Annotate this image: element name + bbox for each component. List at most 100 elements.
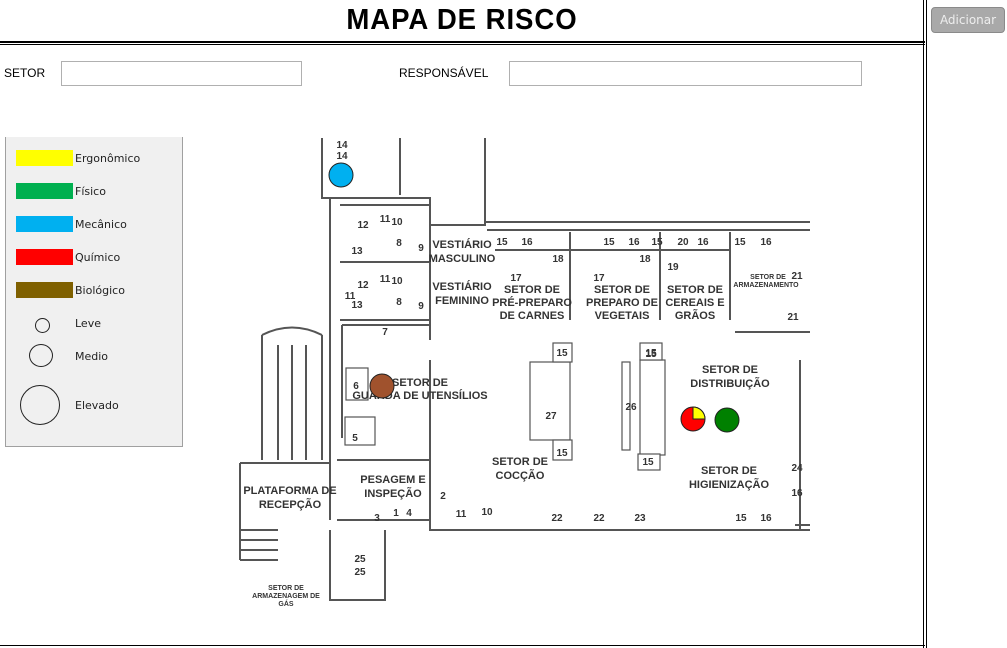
room-label: GÁS [278, 599, 294, 608]
equipment-number: 15 [556, 448, 568, 459]
equipment-number: 8 [396, 297, 402, 308]
room-label: SETOR DE [492, 456, 548, 468]
room-label: COCÇÃO [496, 469, 545, 482]
panel-divider [923, 0, 927, 648]
equipment-number: 18 [552, 254, 564, 265]
room-label: RECEPÇÃO [259, 498, 322, 511]
room-label: SETOR DE [702, 364, 758, 376]
equipment-number: 20 [677, 237, 689, 248]
equipment-number: 22 [593, 513, 605, 524]
equipment-number: 5 [352, 433, 358, 444]
fisico-swatch [16, 183, 73, 199]
room-label: SETOR DE [268, 585, 304, 592]
equipment-number: 15 [645, 348, 657, 359]
equipment-number: 15 [651, 237, 663, 248]
equipment-number: 4 [406, 508, 412, 519]
equipment-number: 11 [456, 509, 467, 520]
equipment-number: 15 [734, 237, 746, 248]
equipment-number: 16 [791, 488, 803, 499]
add-button[interactable]: Adicionar [931, 7, 1005, 33]
leve-circle-icon [35, 318, 50, 333]
room-label: GRÃOS [675, 309, 715, 322]
equipment-number: 21 [787, 312, 799, 323]
equipment-number: 1 [393, 508, 399, 519]
room-label: SETOR DE [750, 274, 786, 281]
risk-marker[interactable] [714, 407, 740, 433]
room-label: PRÉ-PREPARO [492, 296, 572, 309]
legend-label: Físico [75, 185, 106, 198]
legend-label: Elevado [75, 399, 119, 412]
room-label: SETOR DE [392, 377, 448, 389]
room-label: MASCULINO [429, 253, 496, 265]
equipment-number: 14 [336, 151, 348, 162]
equipment-number: 2 [440, 491, 446, 502]
equipment-number: 11 [345, 291, 356, 302]
room-label: INSPEÇÃO [364, 487, 422, 500]
legend-label: Biológico [75, 284, 125, 297]
equipment-number: 12 [357, 280, 369, 291]
equipment-number: 3 [374, 513, 380, 524]
header-divider [0, 41, 925, 45]
equipment-number: 21 [791, 271, 803, 282]
equipment-number: 17 [510, 273, 522, 284]
equipment-number: 10 [391, 276, 403, 287]
elevado-circle-icon [20, 385, 60, 425]
equipment-number: 27 [545, 411, 557, 422]
equipment-number: 15 [642, 457, 654, 468]
equipment-number: 16 [760, 513, 772, 524]
setor-label: SETOR [4, 66, 46, 80]
room-label: DE CARNES [500, 310, 565, 322]
room-label: HIGIENIZAÇÃO [689, 478, 770, 491]
equipment-number: 17 [593, 273, 605, 284]
equipment-number: 22 [551, 513, 563, 524]
equipment-number: 8 [396, 238, 402, 249]
legend-label: Químico [75, 251, 121, 264]
room-label: SETOR DE [594, 284, 650, 296]
mecanico-swatch [16, 216, 73, 232]
room-label: SETOR DE [667, 284, 723, 296]
room-label: SETOR DE [504, 284, 560, 296]
equipment-number: 11 [380, 214, 391, 225]
setor-input[interactable] [61, 61, 302, 86]
equipment-number: 16 [697, 237, 709, 248]
equipment-number: 15 [496, 237, 508, 248]
equipment-number: 10 [481, 507, 493, 518]
equipment-number: 13 [351, 246, 363, 257]
responsavel-input[interactable] [509, 61, 862, 86]
room-label: PESAGEM E [360, 474, 425, 486]
equipment-number: 25 [354, 554, 366, 565]
equipment-number: 15 [556, 348, 568, 359]
equipment-number: 10 [391, 217, 403, 228]
equipment-number: 23 [634, 513, 646, 524]
equipment-number: 11 [380, 274, 391, 285]
risk-marker[interactable] [369, 373, 395, 399]
page-title: MAPA DE RISCO [346, 4, 578, 36]
room-label: VESTIÁRIO [432, 238, 492, 251]
room-label: VESTIÁRIO [432, 280, 492, 293]
equipment-number: 9 [418, 243, 424, 254]
equipment-number: 13 [351, 300, 363, 311]
equipment-number: 16 [628, 237, 640, 248]
medio-circle-icon [29, 344, 53, 367]
equipment-number: 15 [603, 237, 615, 248]
room-label: ARMAZENAMENTO [733, 282, 799, 289]
room-label: PLATAFORMA DE [243, 485, 336, 497]
quimico-swatch [16, 249, 73, 265]
ergonomico-swatch [16, 150, 73, 166]
room-label: CEREAIS E [665, 297, 724, 309]
risk-marker[interactable] [328, 162, 354, 188]
equipment-number: 15 [735, 513, 747, 524]
responsavel-label: RESPONSÁVEL [399, 66, 489, 80]
equipment-number: 25 [354, 567, 366, 578]
room-label: DISTRIBUIÇÃO [690, 377, 770, 390]
equipment-number: 7 [382, 327, 388, 338]
legend-label: Ergonômico [75, 152, 141, 165]
equipment-number: 26 [625, 402, 637, 413]
legend-label: Medio [75, 350, 109, 363]
equipment-number: 9 [418, 301, 424, 312]
risk-legend: Ergonômico Físico Mecânico Químico Bioló… [5, 137, 183, 447]
equipment-number: 6 [353, 381, 359, 392]
legend-label: Mecânico [75, 218, 127, 231]
room-label: PREPARO DE [586, 297, 658, 309]
room-label: VEGETAIS [595, 310, 650, 322]
